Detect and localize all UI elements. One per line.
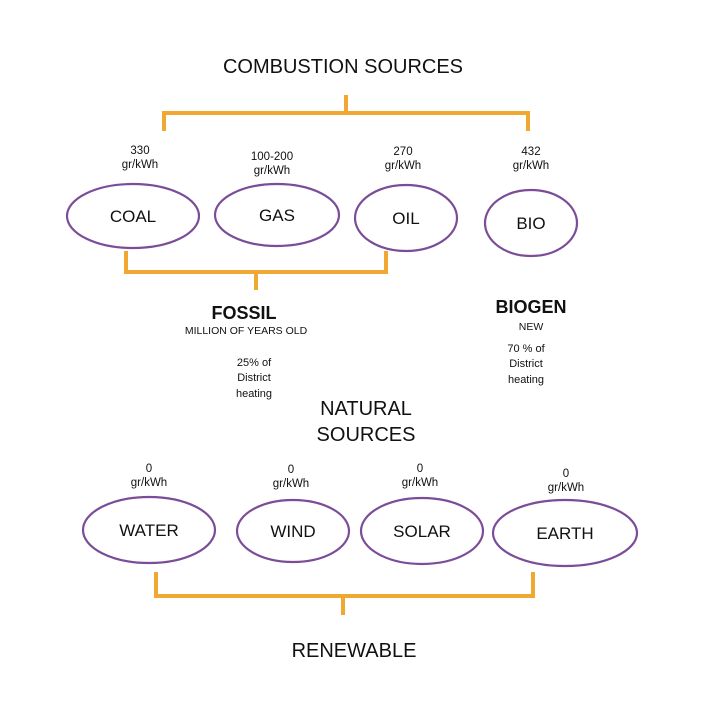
water-emission-unit: gr/kWh bbox=[131, 477, 167, 489]
fossil-title: FOSSIL bbox=[211, 303, 276, 323]
water-emission-value: 0 bbox=[146, 463, 152, 475]
node-oil: OIL bbox=[353, 183, 459, 253]
node-solar: SOLAR bbox=[359, 496, 485, 566]
node-earth: EARTH bbox=[491, 498, 639, 568]
node-wind: WIND bbox=[235, 498, 351, 564]
bio-emission-unit: gr/kWh bbox=[513, 160, 549, 172]
gas-emission-unit: gr/kWh bbox=[254, 165, 290, 177]
node-oil-label: OIL bbox=[392, 209, 419, 228]
oil-emission-unit: gr/kWh bbox=[385, 160, 421, 172]
biogen-note-line-2: District bbox=[509, 358, 543, 370]
renewable-bracket bbox=[154, 572, 535, 615]
solar-emission-unit: gr/kWh bbox=[402, 477, 438, 489]
oil-emission-value: 270 bbox=[393, 146, 412, 158]
biogen-subtitle: NEW bbox=[519, 321, 544, 333]
node-earth-label: EARTH bbox=[536, 524, 593, 543]
fossil-note-line-1: 25% of bbox=[237, 357, 272, 369]
gas-emission-value: 100-200 bbox=[251, 151, 293, 163]
wind-emission-value: 0 bbox=[288, 464, 294, 476]
biogen-note-line-1: 70 % of bbox=[507, 343, 545, 355]
node-coal-label: COAL bbox=[110, 207, 156, 226]
coal-emission-value: 330 bbox=[130, 145, 149, 157]
coal-emission-unit: gr/kWh bbox=[122, 159, 158, 171]
node-water-label: WATER bbox=[119, 521, 179, 540]
natural-sources-title-line-1: NATURAL bbox=[320, 398, 412, 420]
node-coal: COAL bbox=[65, 182, 201, 250]
renewable-title: RENEWABLE bbox=[292, 640, 417, 662]
fossil-subtitle: MILLION OF YEARS OLD bbox=[185, 325, 308, 337]
biogen-note-line-3: heating bbox=[508, 374, 544, 386]
biogen-title: BIOGEN bbox=[495, 297, 566, 317]
node-solar-label: SOLAR bbox=[393, 522, 451, 541]
bio-emission-value: 432 bbox=[521, 146, 540, 158]
combustion-sources-title: COMBUSTION SOURCES bbox=[223, 56, 463, 78]
combustion-bracket bbox=[162, 95, 530, 131]
fossil-note-line-3: heating bbox=[236, 388, 272, 400]
node-gas: GAS bbox=[213, 182, 341, 248]
fossil-bracket bbox=[124, 251, 388, 290]
fossil-note-line-2: District bbox=[237, 372, 271, 384]
solar-emission-value: 0 bbox=[417, 463, 423, 475]
node-gas-label: GAS bbox=[259, 206, 295, 225]
earth-emission-unit: gr/kWh bbox=[548, 482, 584, 494]
node-wind-label: WIND bbox=[270, 522, 315, 541]
earth-emission-value: 0 bbox=[563, 468, 569, 480]
node-bio: BIO bbox=[483, 188, 579, 258]
natural-sources-title-line-2: SOURCES bbox=[317, 424, 416, 446]
node-bio-label: BIO bbox=[516, 214, 545, 233]
wind-emission-unit: gr/kWh bbox=[273, 478, 309, 490]
node-water: WATER bbox=[81, 495, 217, 565]
